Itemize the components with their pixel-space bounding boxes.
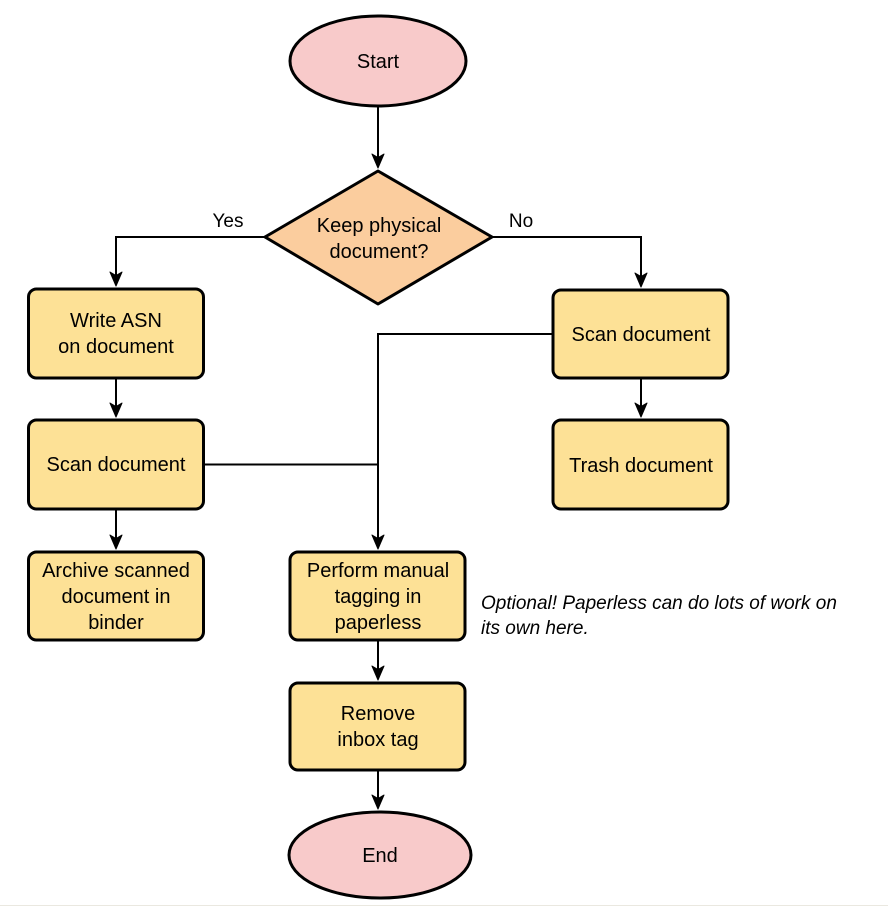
decision-node-label: Keep physical document?: [316, 215, 442, 263]
trash-node-label: Trash document: [569, 455, 713, 477]
remove-inbox-node: [288, 681, 467, 772]
write-asn-node-label: Write ASN on document: [58, 310, 174, 358]
scan-left-node: [27, 418, 205, 511]
archive-node: [27, 550, 205, 642]
no-edge-label: No: [508, 211, 534, 232]
start-node-label: Start: [356, 51, 400, 73]
end-node-label: End: [362, 845, 398, 867]
optional-annotation: Optional! Paperless can do lots of work …: [481, 593, 837, 639]
trash-node: [551, 418, 730, 511]
edge-decision-no-to-scan-right: [492, 236, 648, 288]
tagging-node: [288, 550, 467, 642]
scan-right-node-label: Scan document: [571, 324, 711, 346]
write-asn-node: [27, 287, 205, 380]
edge-decision-yes-to-write-asn: [109, 236, 265, 287]
start-node: [288, 14, 468, 108]
tagging-node-label: Perform manual tagging in paperless: [306, 560, 450, 634]
archive-node-label: Archive scanned document in binder: [42, 560, 190, 634]
scan-right-node: [551, 288, 730, 380]
end-node: [287, 810, 473, 900]
remove-inbox-node-label: Remove inbox tag: [337, 703, 419, 751]
scan-left-node-label: Scan document: [46, 454, 186, 476]
page-bottom-border: [0, 905, 888, 906]
edge-scan-right-to-tagging: [371, 333, 553, 550]
yes-edge-label: Yes: [212, 211, 244, 232]
decision-node: [263, 169, 494, 306]
